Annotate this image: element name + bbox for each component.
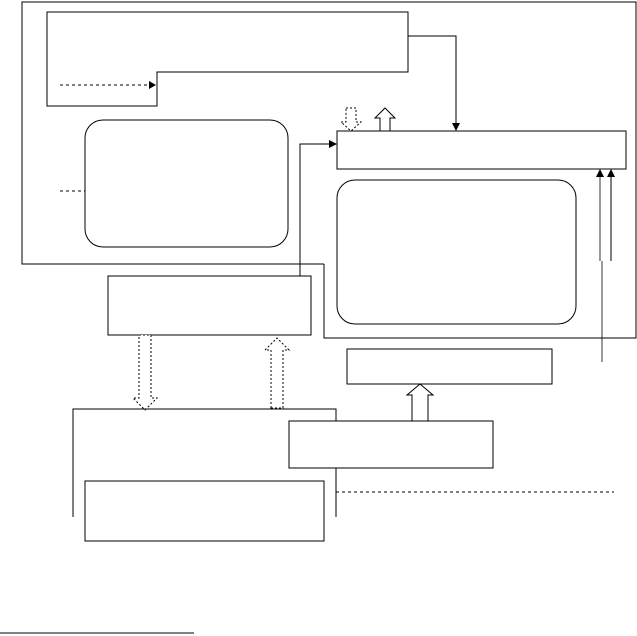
- outer-frame: [21, 1, 637, 339]
- connector-top-right-arrowhead: [452, 123, 460, 131]
- right-wide-block: [336, 130, 627, 170]
- dashed-input-arrowhead: [149, 81, 156, 89]
- left-rounded-block: [84, 119, 289, 248]
- right-rounded-block: [336, 179, 577, 325]
- bottom-inner-block: [84, 480, 325, 542]
- connector-mid-to-right-arrowhead: [329, 140, 337, 148]
- hollow-dashed-down-arrow: [339, 107, 363, 132]
- middle-left-block: [107, 275, 312, 336]
- hollow-up-arrow-bottom: [405, 383, 435, 422]
- up-arrow-a-head: [596, 169, 604, 177]
- connector-top-right: [408, 35, 457, 124]
- top-notched-block: [46, 11, 409, 107]
- bottom-right-block: [288, 420, 494, 469]
- hollow-up-arrow-top: [373, 107, 397, 132]
- up-arrow-b-head: [607, 169, 615, 177]
- hollow-dashed-up-arrow-right: [263, 337, 291, 409]
- hollow-dashed-down-arrow-left: [131, 334, 159, 411]
- middle-right-block: [346, 348, 553, 385]
- connector-mid-to-right: [299, 143, 329, 276]
